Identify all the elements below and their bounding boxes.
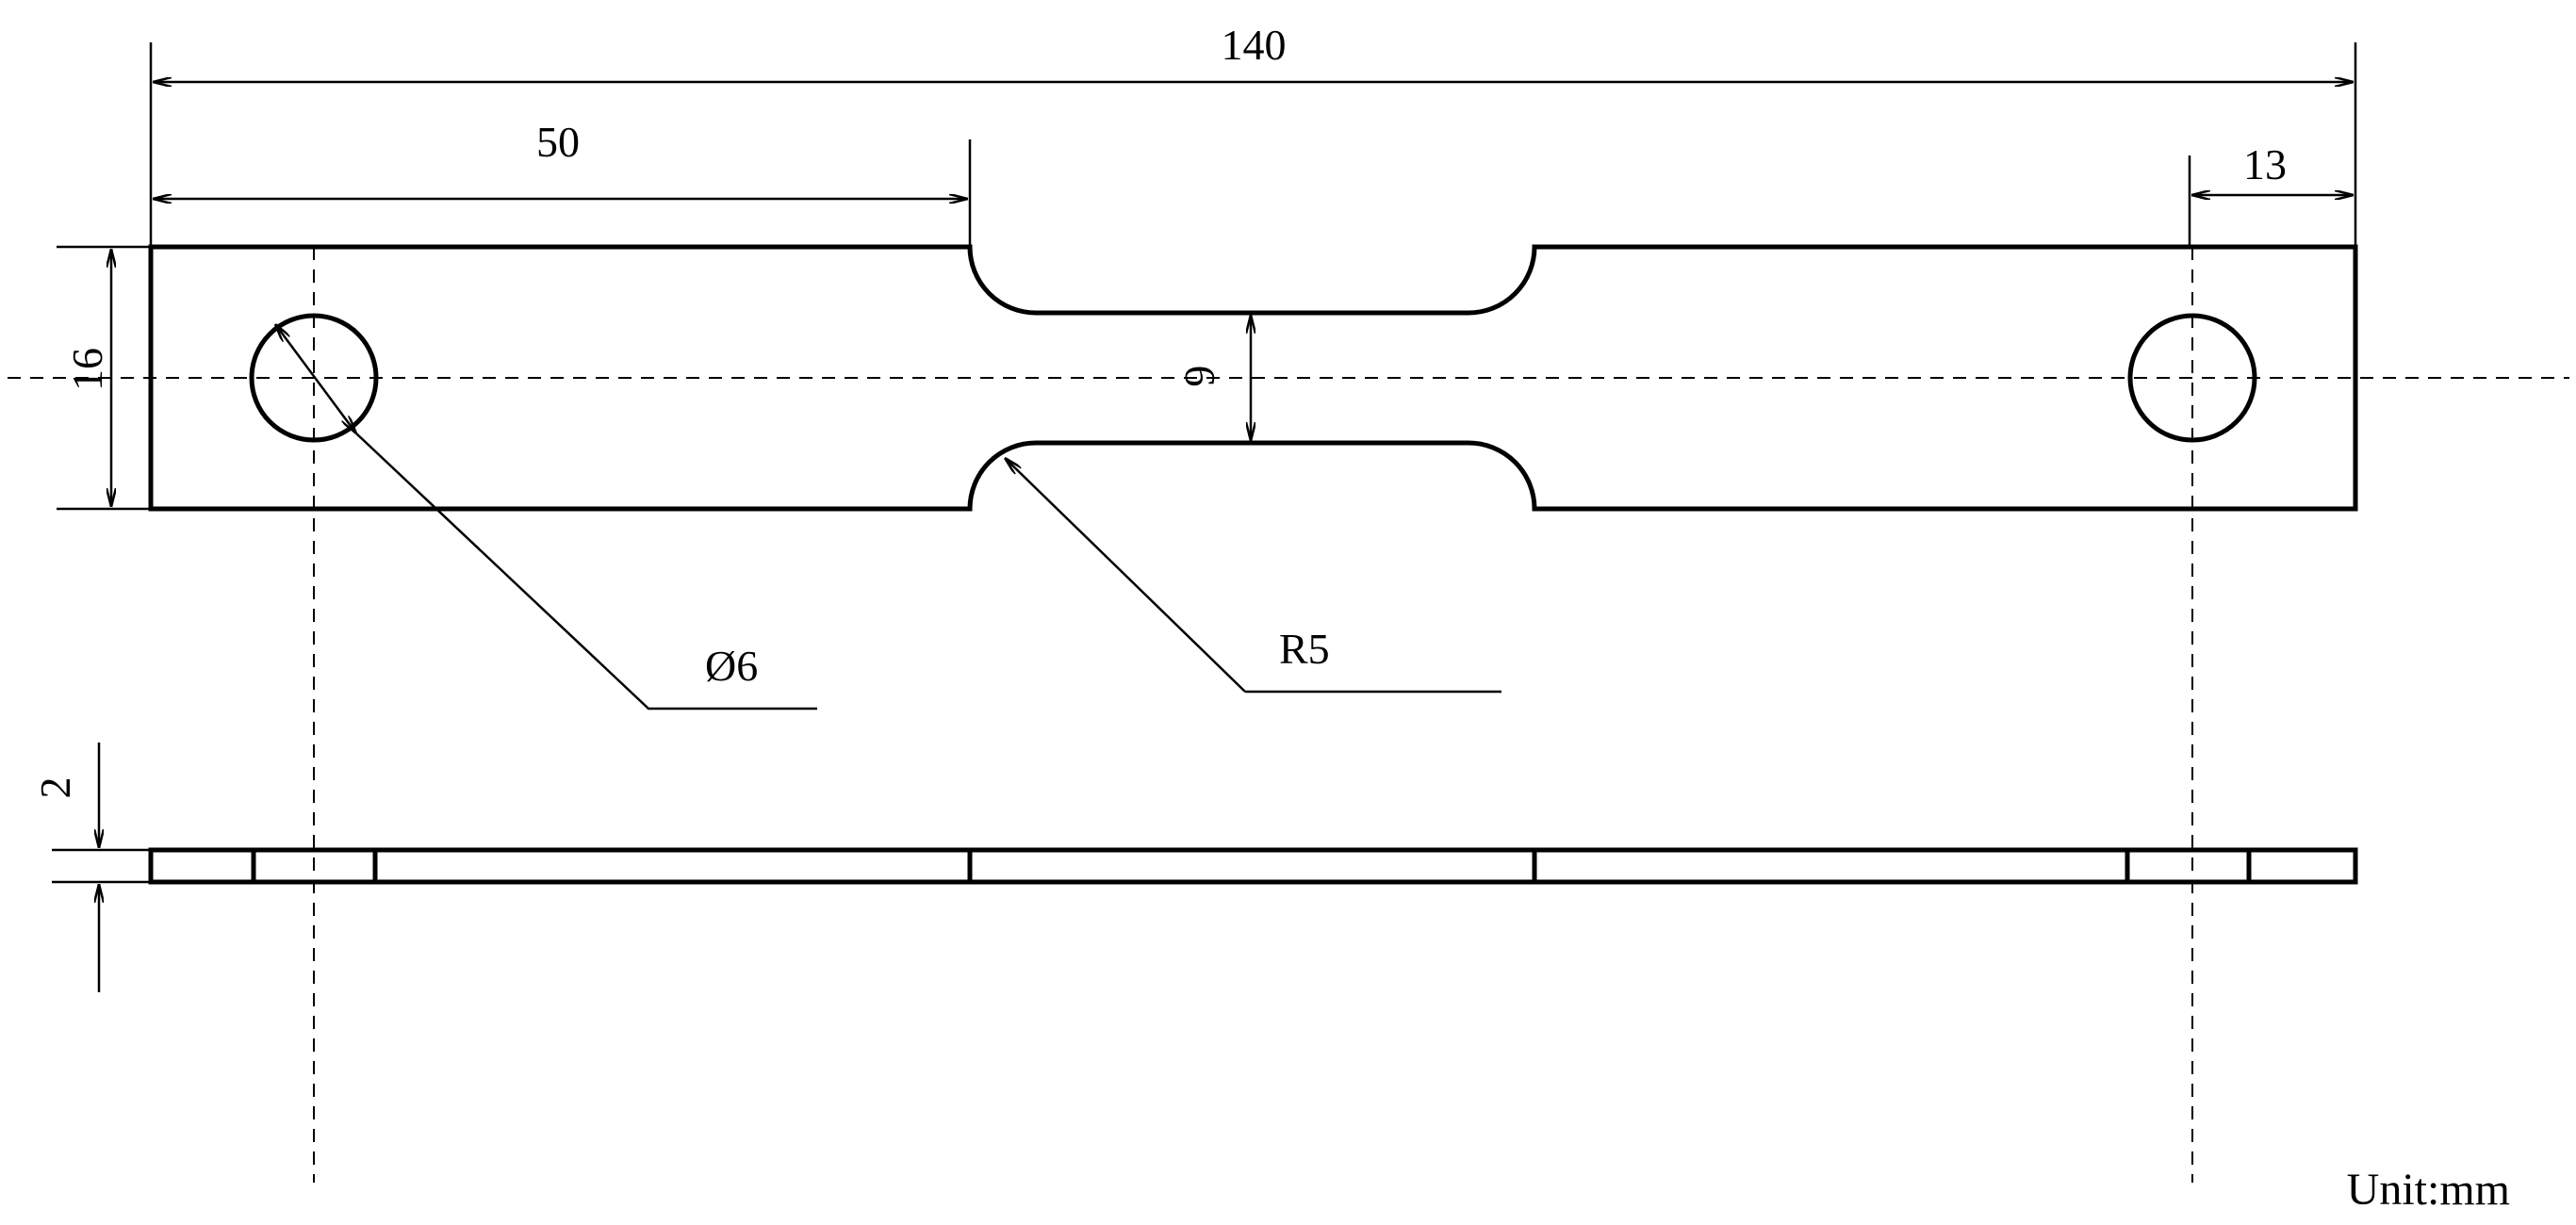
hole-diameter-leader xyxy=(275,324,356,433)
fillet-radius-leader-line xyxy=(1005,458,1246,693)
hole-to-end-label: 13 xyxy=(2243,140,2287,188)
width-label: 16 xyxy=(63,348,111,391)
specimen-outline xyxy=(148,244,2358,512)
thickness-label: 2 xyxy=(31,777,79,799)
unit-label: Unit:mm xyxy=(2347,1165,2510,1215)
right-hole xyxy=(2127,313,2257,443)
hole-diameter-leader-tail xyxy=(355,433,817,710)
hole-diameter-label: Ø6 xyxy=(705,642,758,690)
overall-length-label: 140 xyxy=(1222,21,1287,69)
fillet-radius-label: R5 xyxy=(1279,625,1330,673)
left-hole xyxy=(249,313,379,443)
gauge-width-label: 6 xyxy=(1176,366,1224,387)
grip-to-gauge-label: 50 xyxy=(536,118,580,166)
side-view-outline xyxy=(148,847,2358,885)
